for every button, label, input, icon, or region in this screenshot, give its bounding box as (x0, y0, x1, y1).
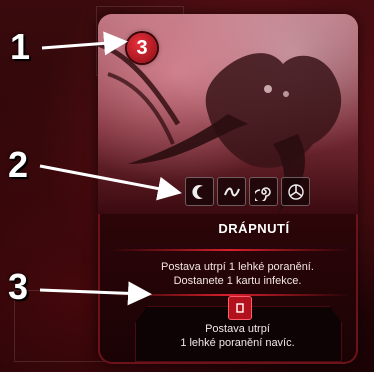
callout-number-2: 2 (8, 144, 29, 185)
divider-top (110, 249, 350, 251)
arrow-3 (39, 281, 152, 306)
callout-number-3: 3 (8, 266, 29, 307)
effect-line-1: Postava utrpí 1 lehké poranění. (161, 261, 314, 273)
divider-bottom (110, 294, 350, 296)
bonus-line-2: 1 lehké poranění navíc. (180, 337, 295, 349)
effect-line-2: Dostanete 1 kartu infekce. (173, 275, 302, 287)
triskelion-icon (281, 177, 310, 206)
crescent-icon (185, 177, 214, 206)
attack-icons (185, 177, 310, 206)
callout-number-1: 1 (10, 26, 31, 67)
spiral-icon (249, 177, 278, 206)
wave-icon (217, 177, 246, 206)
bonus-line-1: Postava utrpí (205, 323, 270, 335)
bonus-icon (228, 296, 252, 320)
bonus-effect-text: Postava utrpí 1 lehké poranění navíc. (140, 322, 335, 350)
card-effect-text: Postava utrpí 1 lehké poranění. Dostanet… (130, 260, 345, 288)
arrow-1 (41, 31, 128, 56)
title-plate: DRÁPNUTÍ (150, 208, 358, 248)
card-title: DRÁPNUTÍ (218, 220, 290, 236)
counter-badge: 3 (127, 33, 157, 63)
arrow-2 (39, 164, 182, 201)
